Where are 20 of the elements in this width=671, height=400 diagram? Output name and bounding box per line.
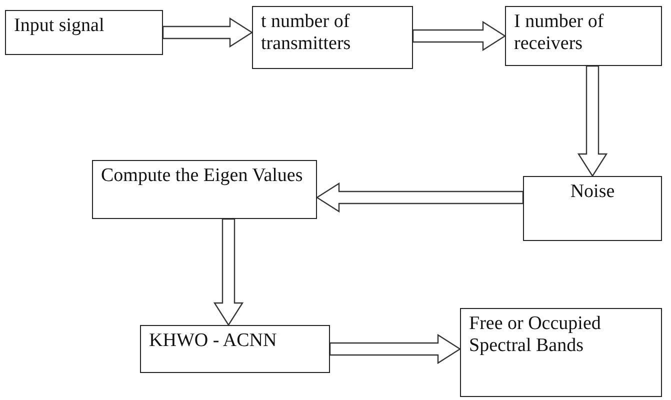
arrow: [412, 20, 506, 52]
arrow: [329, 334, 462, 364]
box-label: Free or Occupied Spectral Bands: [469, 313, 602, 357]
box-label: Input signal: [14, 15, 106, 37]
box-label: Noise: [569, 181, 616, 203]
box-label: I number of receivers: [514, 11, 605, 55]
process-box: [505, 6, 662, 66]
process-box: [5, 10, 163, 55]
process-box: [523, 176, 662, 241]
arrow: [316, 182, 524, 213]
arrow: [577, 65, 608, 178]
process-box: [252, 6, 413, 69]
process-box: [92, 160, 317, 219]
arrow: [213, 218, 244, 326]
box-label: KHWO - ACNN: [149, 330, 278, 352]
arrow: [162, 17, 254, 48]
process-box: [460, 308, 662, 397]
process-box: [140, 325, 330, 373]
box-label: t number of transmitters: [261, 11, 352, 55]
box-label: Compute the Eigen Values: [101, 165, 304, 187]
